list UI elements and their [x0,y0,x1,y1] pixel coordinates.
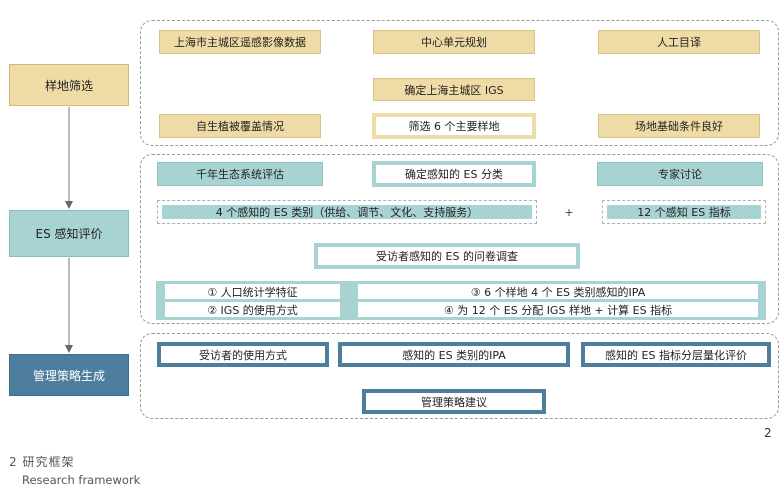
box-ipa-categories: 感知的 ES 类别的IPA [338,342,570,367]
box-ipa-sites-label: ③ 6 个样地 4 个 ES 类别感知的IPA [470,285,646,299]
box-ipa-sites: ③ 6 个样地 4 个 ES 类别感知的IPA [358,284,758,299]
box-four-categories-label: 4 个感知的 ES 类别（供给、调节、文化、支持服务） [215,206,479,219]
box-remote-sensing-label: 上海市主城区遥感影像数据 [174,36,306,49]
box-remote-sensing: 上海市主城区遥感影像数据 [159,30,321,54]
box-usage-mode: 受访者的使用方式 [157,342,329,367]
box-confirm-es-inner: 确定感知的 ES 分类 [376,165,532,183]
figure-number: 2 [764,426,780,442]
box-suggestions-inner: 管理策略建议 [366,393,542,410]
box-four-categories: 4 个感知的 ES 类别（供给、调节、文化、支持服务） [157,200,537,224]
box-twelve-indicators: 12 个感知 ES 指标 [602,200,766,224]
left-site-selection-label: 样地筛选 [44,78,93,93]
box-stratified-label: 感知的 ES 指标分层量化评价 [605,348,747,362]
box-twelve-indicators-fill: 12 个感知 ES 指标 [607,205,761,219]
box-usage-label: ② IGS 的使用方式 [207,303,298,317]
box-stratified: 感知的 ES 指标分层量化评价 [581,342,771,367]
box-survey-label: 受访者感知的 ES 的问卷调查 [376,250,518,263]
box-suggestions-label: 管理策略建议 [421,395,487,409]
box-confirm-igs: 确定上海主城区 IGS [373,78,535,101]
plus-sign: + [562,204,576,220]
caption-en-label: Research framework [22,473,141,486]
figure-number-label: 2 [764,426,772,440]
box-center-plan: 中心单元规划 [373,30,535,54]
box-ma: 千年生态系统评估 [157,162,323,186]
left-es-evaluation: ES 感知评价 [9,210,129,257]
box-usage: ② IGS 的使用方式 [165,302,340,317]
caption-en: Research framework [22,473,222,486]
box-ipa-categories-inner: 感知的 ES 类别的IPA [342,346,566,363]
box-survey: 受访者感知的 ES 的问卷调查 [314,243,580,269]
box-site-conditions-label: 场地基础条件良好 [635,120,723,133]
box-ipa-categories-label: 感知的 ES 类别的IPA [402,348,506,362]
box-usage-mode-label: 受访者的使用方式 [199,348,287,362]
left-site-selection: 样地筛选 [9,64,129,106]
box-experts-label: 专家讨论 [658,168,702,181]
box-stratified-inner: 感知的 ES 指标分层量化评价 [585,346,767,363]
box-ma-label: 千年生态系统评估 [196,168,284,181]
box-confirm-es: 确定感知的 ES 分类 [372,161,536,187]
box-visual-label: 人工目译 [657,36,701,49]
box-site-conditions: 场地基础条件良好 [598,114,760,138]
left-es-evaluation-label: ES 感知评价 [35,227,103,241]
box-assign-label: ④ 为 12 个 ES 分配 IGS 样地 + 计算 ES 指标 [443,303,673,317]
left-strategy-label: 管理策略生成 [32,368,105,383]
box-screen-sites-label: 筛选 6 个主要样地 [408,120,500,133]
box-survey-inner: 受访者感知的 ES 的问卷调查 [318,247,576,265]
box-screen-sites: 筛选 6 个主要样地 [372,113,536,139]
box-confirm-igs-label: 确定上海主城区 IGS [404,83,504,97]
left-strategy: 管理策略生成 [9,354,129,396]
box-screen-sites-inner: 筛选 6 个主要样地 [376,117,532,135]
box-visual: 人工目译 [598,30,760,54]
box-confirm-es-label: 确定感知的 ES 分类 [405,168,503,181]
box-assign: ④ 为 12 个 ES 分配 IGS 样地 + 计算 ES 指标 [358,302,758,317]
box-usage-mode-inner: 受访者的使用方式 [161,346,325,363]
caption-cn-label: 2 研究框架 [9,455,75,469]
box-four-categories-fill: 4 个感知的 ES 类别（供给、调节、文化、支持服务） [162,205,532,219]
box-vegetation: 自生植被覆盖情况 [159,114,321,138]
box-suggestions: 管理策略建议 [362,389,546,414]
caption-cn: 2 研究框架 [9,453,209,469]
box-demographics: ① 人口统计学特征 [165,284,340,299]
box-twelve-indicators-label: 12 个感知 ES 指标 [637,206,731,219]
plus-sign-label: + [564,205,574,219]
box-experts: 专家讨论 [597,162,763,186]
box-demographics-label: ① 人口统计学特征 [207,285,298,299]
box-center-plan-label: 中心单元规划 [421,36,487,49]
box-vegetation-label: 自生植被覆盖情况 [196,120,284,133]
